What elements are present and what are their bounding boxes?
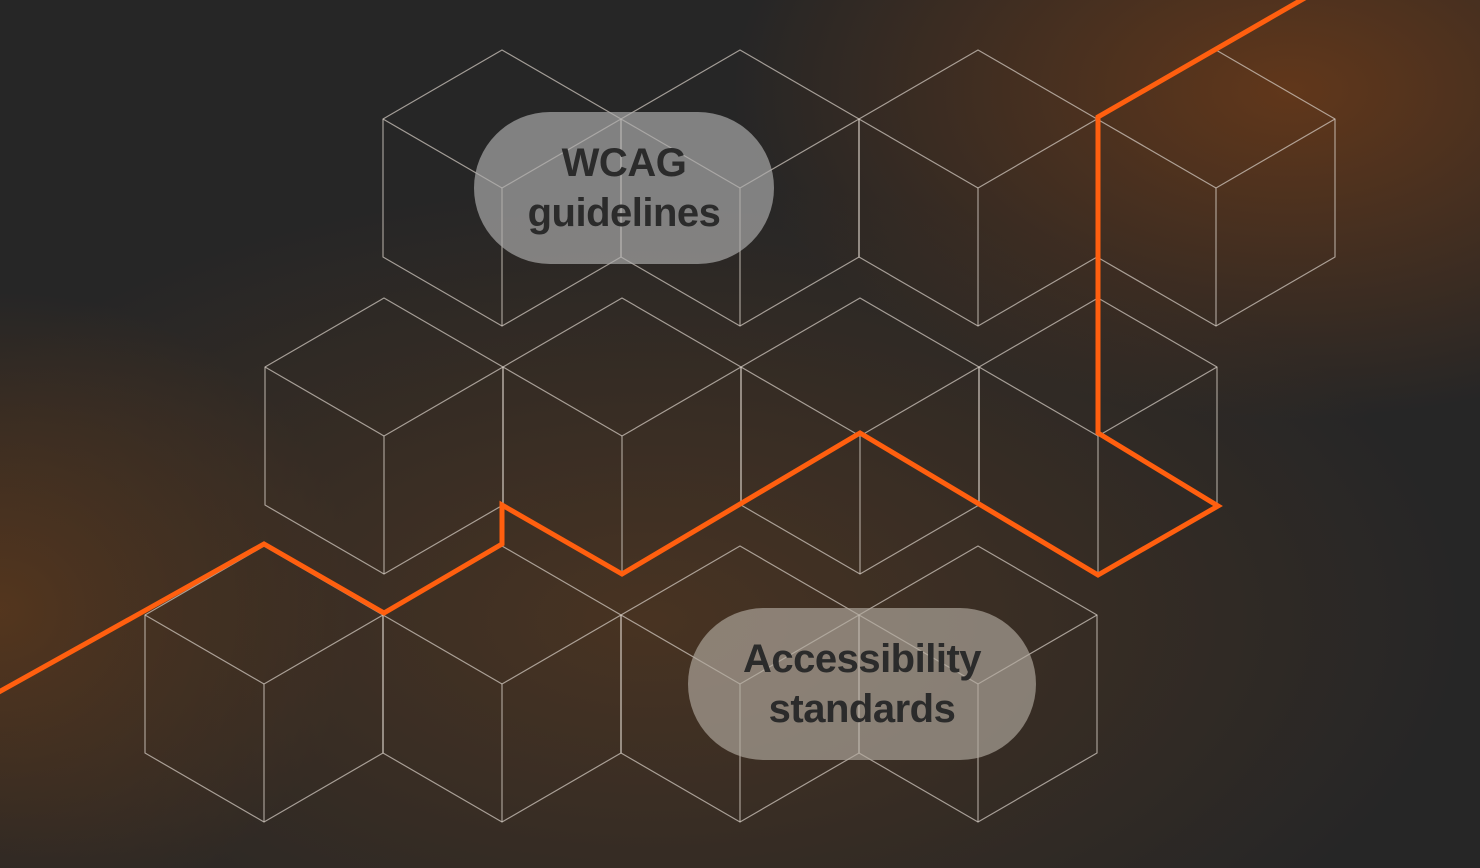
cube-inner-edge — [858, 118, 979, 189]
cube-inner-edge — [621, 366, 742, 574]
cube-inner-edge — [264, 366, 385, 437]
orange-accent-line — [0, 0, 1307, 695]
cube-inner-edge — [383, 366, 504, 574]
cube-inner-edge — [144, 614, 265, 685]
cube-inner-edge — [502, 366, 623, 437]
cube-inner-edge — [501, 614, 622, 822]
cube-inner-edge — [1215, 118, 1336, 326]
cube-inner-edge — [1096, 118, 1217, 189]
cube-inner-edge — [740, 366, 861, 437]
cube-inner-edge — [382, 614, 503, 685]
cube-inner-edge — [263, 614, 384, 822]
cube-inner-edge — [978, 366, 1099, 437]
cube-inner-edge — [977, 118, 1098, 326]
